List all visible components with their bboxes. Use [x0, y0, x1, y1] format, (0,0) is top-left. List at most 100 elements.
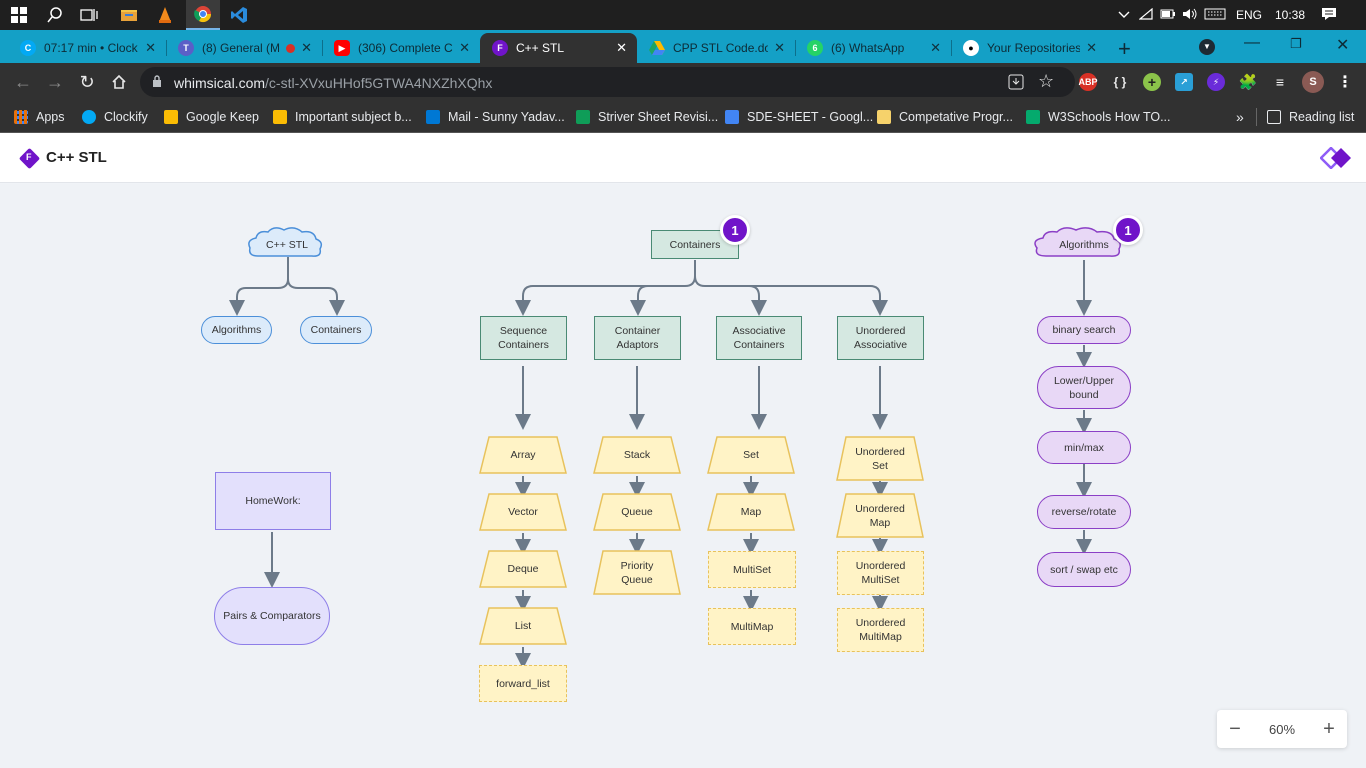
node-pairs-comparators[interactable]: Pairs & Comparators — [214, 587, 330, 645]
cloud-algorithms[interactable]: Algorithms — [1059, 239, 1109, 251]
node-unordered-multimap[interactable]: Unordered MultiMap — [837, 608, 924, 652]
json-formatter-icon[interactable]: { } — [1113, 75, 1127, 89]
node-lower-upper-bound[interactable]: Lower/Upper bound — [1037, 366, 1131, 409]
forward-arrow-icon[interactable]: → — [46, 71, 64, 92]
task-view-icon[interactable] — [78, 4, 100, 26]
keyboard-icon[interactable] — [1201, 8, 1229, 23]
close-icon[interactable]: ✕ — [930, 40, 941, 55]
kebab-menu-icon[interactable]: ⋮ — [1337, 74, 1353, 91]
whimsical-logo-icon[interactable] — [1319, 146, 1352, 174]
extension-bolt-icon[interactable]: ⚡ — [1207, 73, 1225, 91]
node-homework[interactable]: HomeWork: — [215, 472, 331, 530]
bookmark-mail[interactable]: Mail - Sunny Yadav... — [426, 107, 565, 127]
comment-badge[interactable]: 1 — [720, 215, 750, 245]
comment-badge[interactable]: 1 — [1113, 215, 1143, 245]
node-multimap[interactable]: MultiMap — [708, 608, 796, 645]
chevron-up-icon[interactable] — [1113, 8, 1135, 22]
tab-search-icon[interactable]: ▼ — [1199, 39, 1215, 55]
vscode-icon[interactable] — [228, 4, 250, 26]
reading-list[interactable]: Reading list — [1267, 107, 1354, 127]
restore-icon[interactable]: ❐ — [1290, 36, 1302, 51]
wifi-icon[interactable] — [1135, 7, 1157, 23]
chrome-icon[interactable] — [186, 0, 220, 30]
tab-github[interactable]: ● Your Repositories ✕ — [951, 33, 1107, 63]
bookmark-w3schools[interactable]: W3Schools How TO... — [1026, 107, 1171, 127]
bookmark-important-subject[interactable]: Important subject b... — [273, 107, 412, 127]
node-reverse-rotate[interactable]: reverse/rotate — [1037, 495, 1131, 529]
node-algorithms[interactable]: Algorithms — [201, 316, 272, 344]
bookmark-sde-sheet[interactable]: SDE-SHEET - Googl... — [725, 107, 873, 127]
profile-avatar[interactable]: S — [1302, 71, 1324, 93]
close-icon[interactable]: ✕ — [459, 40, 470, 55]
adblock-plus-icon[interactable]: ABP — [1079, 73, 1098, 91]
node-set[interactable]: Set — [743, 449, 759, 461]
node-forward-list[interactable]: forward_list — [479, 665, 567, 702]
node-associative-containers[interactable]: Associative Containers — [716, 316, 802, 360]
node-container-adaptors[interactable]: Container Adaptors — [594, 316, 681, 360]
zoom-level[interactable]: 60% — [1268, 721, 1296, 737]
volume-icon[interactable] — [1179, 8, 1201, 23]
node-deque[interactable]: Deque — [507, 563, 539, 575]
lock-icon[interactable] — [152, 75, 162, 93]
battery-icon[interactable] — [1157, 8, 1179, 22]
doc-title[interactable]: C++ STL — [46, 149, 107, 166]
windows-start-icon[interactable] — [8, 4, 30, 26]
tab-google-drive[interactable]: CPP STL Code.do ✕ — [637, 33, 795, 63]
node-multiset[interactable]: MultiSet — [708, 551, 796, 588]
window-close-icon[interactable]: ✕ — [1336, 37, 1350, 54]
close-icon[interactable]: ✕ — [774, 40, 785, 55]
node-map[interactable]: Map — [740, 506, 762, 518]
extension-plus-icon[interactable]: + — [1143, 73, 1161, 91]
extension-translate-icon[interactable]: ↗ — [1175, 73, 1193, 91]
node-containers[interactable]: Containers — [300, 316, 372, 344]
node-unordered-associative[interactable]: Unordered Associative — [837, 316, 924, 360]
node-queue[interactable]: Queue — [621, 506, 653, 518]
cloud-cpp-stl[interactable]: C++ STL — [265, 239, 309, 251]
bookmark-star-icon[interactable]: ☆ — [1038, 71, 1055, 91]
close-icon[interactable]: ✕ — [301, 40, 312, 55]
node-unordered-map[interactable]: Unordered Map — [855, 503, 905, 529]
bookmark-striver-sheet[interactable]: Striver Sheet Revisi... — [576, 107, 718, 127]
minimize-icon[interactable]: — — [1244, 34, 1260, 51]
home-icon[interactable] — [108, 71, 130, 93]
node-unordered-multiset[interactable]: Unordered MultiSet — [837, 551, 924, 595]
media-control-icon[interactable]: ≡ — [1275, 74, 1285, 90]
node-unordered-set[interactable]: Unordered Set — [855, 446, 905, 472]
whimsical-canvas[interactable]: C++ STL Algorithms Containers HomeWork: … — [0, 184, 1366, 768]
file-explorer-icon[interactable] — [118, 4, 140, 26]
tab-whimsical[interactable]: F C++ STL ✕ — [480, 33, 637, 63]
bookmark-apps[interactable]: Apps — [14, 107, 65, 127]
bookmark-clockify[interactable]: Clockify — [82, 107, 148, 127]
close-icon[interactable]: ✕ — [616, 40, 627, 55]
node-vector[interactable]: Vector — [508, 506, 538, 518]
node-sort-swap[interactable]: sort / swap etc — [1037, 552, 1131, 587]
extensions-puzzle-icon[interactable]: 🧩 — [1238, 74, 1258, 91]
close-icon[interactable]: ✕ — [145, 40, 156, 55]
address-bar[interactable]: whimsical.com/c-stl-XVxuHHof5GTWA4NXZhXQ… — [140, 67, 1075, 97]
node-array[interactable]: Array — [510, 449, 536, 461]
back-arrow-icon[interactable]: ← — [14, 71, 32, 92]
zoom-out-button[interactable]: − — [1229, 717, 1241, 740]
tab-teams[interactable]: T (8) General (M ✕ — [166, 33, 322, 63]
clock-time[interactable]: 10:38 — [1274, 8, 1306, 22]
node-min-max[interactable]: min/max — [1037, 431, 1131, 464]
tab-clockify[interactable]: C 07:17 min • Clock ✕ — [8, 33, 166, 63]
notification-icon[interactable] — [1311, 7, 1347, 24]
node-sequence-containers[interactable]: Sequence Containers — [480, 316, 567, 360]
search-icon[interactable] — [44, 4, 66, 26]
tab-youtube[interactable]: ▶ (306) Complete C ✕ — [322, 33, 480, 63]
tab-whatsapp[interactable]: 6 (6) WhatsApp ✕ — [795, 33, 951, 63]
node-binary-search[interactable]: binary search — [1037, 316, 1131, 344]
node-stack[interactable]: Stack — [623, 449, 651, 461]
install-app-icon[interactable] — [1008, 74, 1024, 95]
close-icon[interactable]: ✕ — [1086, 40, 1097, 55]
bookmark-google-keep[interactable]: Google Keep — [164, 107, 259, 127]
bookmarks-overflow-chevron[interactable]: » — [1236, 109, 1244, 125]
bookmark-competative[interactable]: Competative Progr... — [877, 107, 1013, 127]
zoom-in-button[interactable]: + — [1323, 717, 1335, 740]
language-indicator[interactable]: ENG — [1235, 8, 1262, 22]
vlc-icon[interactable] — [154, 4, 176, 26]
new-tab-plus-icon[interactable]: + — [1118, 36, 1131, 61]
node-list[interactable]: List — [514, 620, 532, 632]
node-priority-queue[interactable]: Priority Queue — [620, 560, 654, 586]
